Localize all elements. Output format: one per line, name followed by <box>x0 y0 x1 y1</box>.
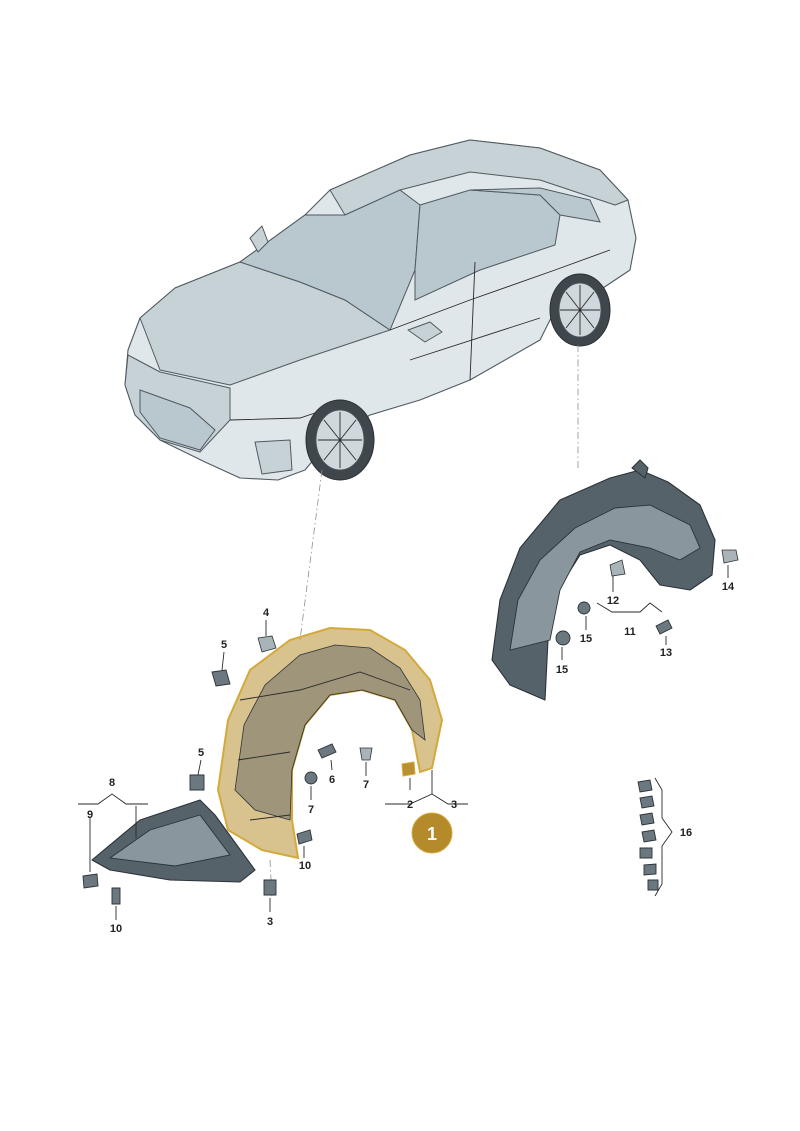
callout-2: 2 <box>407 799 413 811</box>
callout-13: 13 <box>660 647 672 659</box>
callout-14: 14 <box>722 581 735 593</box>
callout-7-right: 7 <box>363 779 369 791</box>
front-wheel-liner <box>216 626 444 860</box>
callout-labels: 4 5 5 6 7 7 2 3 8 9 10 3 10 12 11 13 14 … <box>87 581 735 935</box>
callout-4: 4 <box>263 607 270 619</box>
fasteners <box>82 549 739 905</box>
leader-front-wheel <box>299 469 323 641</box>
callout-15-bottom: 15 <box>556 664 568 676</box>
callout-10-mid: 10 <box>299 860 311 872</box>
callout-16: 16 <box>680 827 692 839</box>
callout-5-top: 5 <box>221 639 227 651</box>
callout-3-group: 3 <box>451 799 457 811</box>
callout-11: 11 <box>624 626 636 638</box>
callout-15-top: 15 <box>580 633 592 645</box>
callout-9: 9 <box>87 809 93 821</box>
under-panel <box>91 799 256 883</box>
highlight-badge[interactable]: 1 <box>411 812 453 854</box>
callout-10-left: 10 <box>110 923 122 935</box>
callout-6: 6 <box>329 774 335 786</box>
callout-12: 12 <box>607 595 619 607</box>
callout-3-bottom: 3 <box>267 916 273 928</box>
car-illustration <box>124 139 637 481</box>
callout-lines <box>78 565 729 920</box>
callout-8: 8 <box>109 777 115 789</box>
callout-5-mid: 5 <box>198 747 204 759</box>
rear-wheel-liner <box>491 459 716 701</box>
callout-7-left: 7 <box>308 804 314 816</box>
badge-label: 1 <box>427 824 437 844</box>
